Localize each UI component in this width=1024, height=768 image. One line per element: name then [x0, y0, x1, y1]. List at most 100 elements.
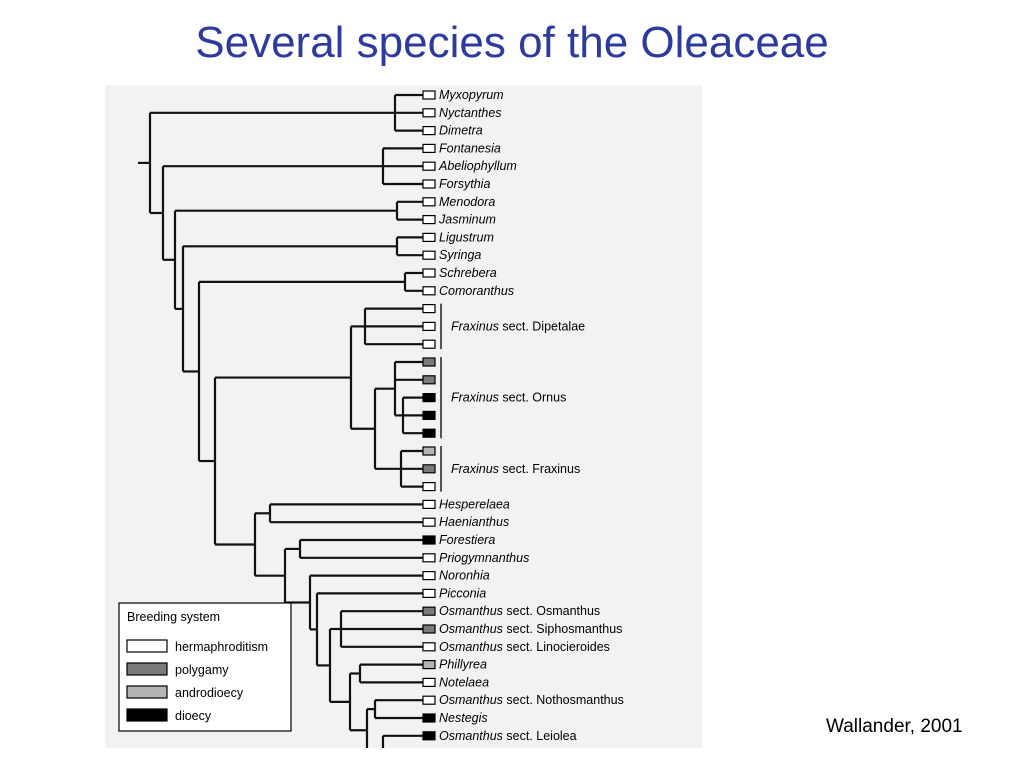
- taxon-genus: Forestiera: [439, 533, 495, 547]
- taxon-genus: Hesperelaea: [439, 497, 510, 511]
- taxon-genus: Comoranthus: [439, 284, 514, 298]
- taxon-label: Nestegis: [439, 711, 488, 725]
- tip-boxes: [422, 90, 436, 741]
- taxon-genus: Myxopyrum: [439, 88, 504, 102]
- group-label: Fraxinus sect. Ornus: [451, 391, 566, 405]
- taxon-genus: Forsythia: [439, 177, 490, 191]
- tip-box-hermaphroditism: [422, 268, 436, 278]
- taxon-label: Hesperelaea: [439, 497, 510, 511]
- legend-label-hermaphroditism: hermaphroditism: [175, 640, 268, 654]
- tip-box-polygamy: [422, 464, 436, 474]
- taxon-section: sect. Leiolea: [503, 729, 577, 743]
- taxon-genus: Picconia: [439, 586, 486, 600]
- taxon-genus: Priogymnanthus: [439, 551, 529, 565]
- tip-box-hermaphroditism: [422, 250, 436, 260]
- group-genus: Fraxinus: [451, 462, 499, 476]
- group-genus: Fraxinus: [451, 319, 499, 333]
- taxon-genus: Nestegis: [439, 711, 488, 725]
- tip-box-hermaphroditism: [422, 304, 436, 314]
- tip-box-hermaphroditism: [422, 642, 436, 652]
- taxon-label: Syringa: [439, 248, 481, 262]
- group-label: Fraxinus sect. Dipetalae: [451, 319, 585, 333]
- tip-box-hermaphroditism: [422, 232, 436, 242]
- taxon-section: sect. Siphosmanthus: [503, 622, 623, 636]
- tip-box-androdioecy: [422, 659, 436, 670]
- tip-box-hermaphroditism: [422, 321, 436, 331]
- tip-box-hermaphroditism: [422, 161, 436, 171]
- tip-box-hermaphroditism: [422, 197, 436, 207]
- taxon-label: Picconia: [439, 586, 486, 600]
- taxon-label: Forestiera: [439, 533, 495, 547]
- tip-box-hermaphroditism: [422, 677, 436, 688]
- tip-labels: MyxopyrumNyctanthesDimetraFontanesiaAbel…: [438, 88, 624, 748]
- tip-box-dioecy: [422, 410, 436, 420]
- group-section: sect. Ornus: [499, 391, 566, 405]
- tip-box-dioecy: [422, 731, 436, 741]
- taxon-genus: Ligustrum: [439, 230, 494, 244]
- tip-box-dioecy: [422, 535, 436, 545]
- taxon-genus: Abeliophyllum: [438, 159, 517, 173]
- taxon-section: sect. Nothosmanthus: [503, 693, 624, 707]
- legend-label-dioecy: dioecy: [175, 709, 212, 723]
- tip-box-hermaphroditism: [422, 553, 436, 563]
- tip-box-hermaphroditism: [422, 90, 436, 100]
- taxon-label: Menodora: [439, 195, 495, 209]
- taxon-label: Phillyrea: [439, 658, 487, 672]
- taxon-genus: Haenianthus: [439, 515, 509, 529]
- taxon-genus: Dimetra: [439, 124, 483, 138]
- citation: Wallander, 2001: [826, 716, 963, 737]
- group-section: sect. Fraxinus: [499, 462, 580, 476]
- taxon-genus: Nyctanthes: [439, 106, 502, 120]
- taxon-genus: Osmanthus: [439, 622, 503, 636]
- taxon-genus: Osmanthus: [439, 729, 503, 743]
- tip-box-hermaphroditism: [422, 339, 436, 349]
- legend-title: Breeding system: [127, 610, 220, 624]
- tip-box-hermaphroditism: [422, 108, 436, 118]
- tip-box-hermaphroditism: [422, 125, 436, 136]
- taxon-genus: Jasminum: [438, 213, 496, 227]
- tip-box-polygamy: [422, 606, 436, 616]
- taxon-label: Fontanesia: [439, 141, 501, 155]
- taxon-genus: Fontanesia: [439, 141, 501, 155]
- taxon-label: Osmanthus sect. Leiolea: [439, 729, 577, 743]
- taxon-label: Osmanthus sect. Nothosmanthus: [439, 693, 624, 707]
- tip-box-hermaphroditism: [422, 517, 436, 527]
- taxon-label: Olea: [439, 747, 465, 748]
- group-section: sect. Dipetalae: [499, 319, 585, 333]
- tip-box-hermaphroditism: [422, 499, 436, 509]
- taxon-label: Dimetra: [439, 124, 483, 138]
- taxon-genus: Osmanthus: [439, 604, 503, 618]
- taxon-label: Haenianthus: [439, 515, 509, 529]
- tip-box-polygamy: [422, 624, 436, 634]
- breeding-system-legend: Breeding system hermaphroditismpolygamya…: [118, 602, 292, 732]
- tip-box-polygamy: [422, 357, 436, 367]
- legend-label-androdioecy: androdioecy: [175, 686, 244, 700]
- tip-box-hermaphroditism: [422, 286, 436, 296]
- taxon-genus: Notelaea: [439, 675, 489, 689]
- tip-box-hermaphroditism: [422, 179, 436, 189]
- taxon-label: Nyctanthes: [439, 106, 502, 120]
- taxon-label: Osmanthus sect. Siphosmanthus: [439, 622, 622, 636]
- tip-box-androdioecy: [422, 446, 436, 456]
- tip-box-dioecy: [422, 713, 436, 723]
- tip-box-hermaphroditism: [422, 143, 436, 154]
- taxon-label: Abeliophyllum: [438, 159, 517, 173]
- taxon-label: Osmanthus sect. Linocieroides: [439, 640, 610, 654]
- tip-box-polygamy: [422, 375, 436, 385]
- taxon-label: Forsythia: [439, 177, 490, 191]
- legend-swatch-dioecy: [126, 708, 168, 722]
- taxon-label: Ligustrum: [439, 230, 494, 244]
- phylogeny-tree-svg: MyxopyrumNyctanthesDimetraFontanesiaAbel…: [105, 85, 702, 748]
- tree-branches: [138, 93, 423, 748]
- taxon-genus: Noronhia: [439, 569, 490, 583]
- slide-title: Several species of the Oleaceae: [195, 18, 829, 67]
- taxon-label: Myxopyrum: [439, 88, 504, 102]
- tip-box-hermaphroditism: [422, 588, 436, 598]
- taxon-section: sect. Osmanthus: [503, 604, 600, 618]
- legend-swatch-hermaphroditism: [126, 639, 168, 653]
- tip-box-hermaphroditism: [422, 215, 436, 225]
- taxon-label: Osmanthus sect. Osmanthus: [439, 604, 600, 618]
- taxon-genus: Osmanthus: [439, 640, 503, 654]
- tip-box-dioecy: [422, 428, 436, 438]
